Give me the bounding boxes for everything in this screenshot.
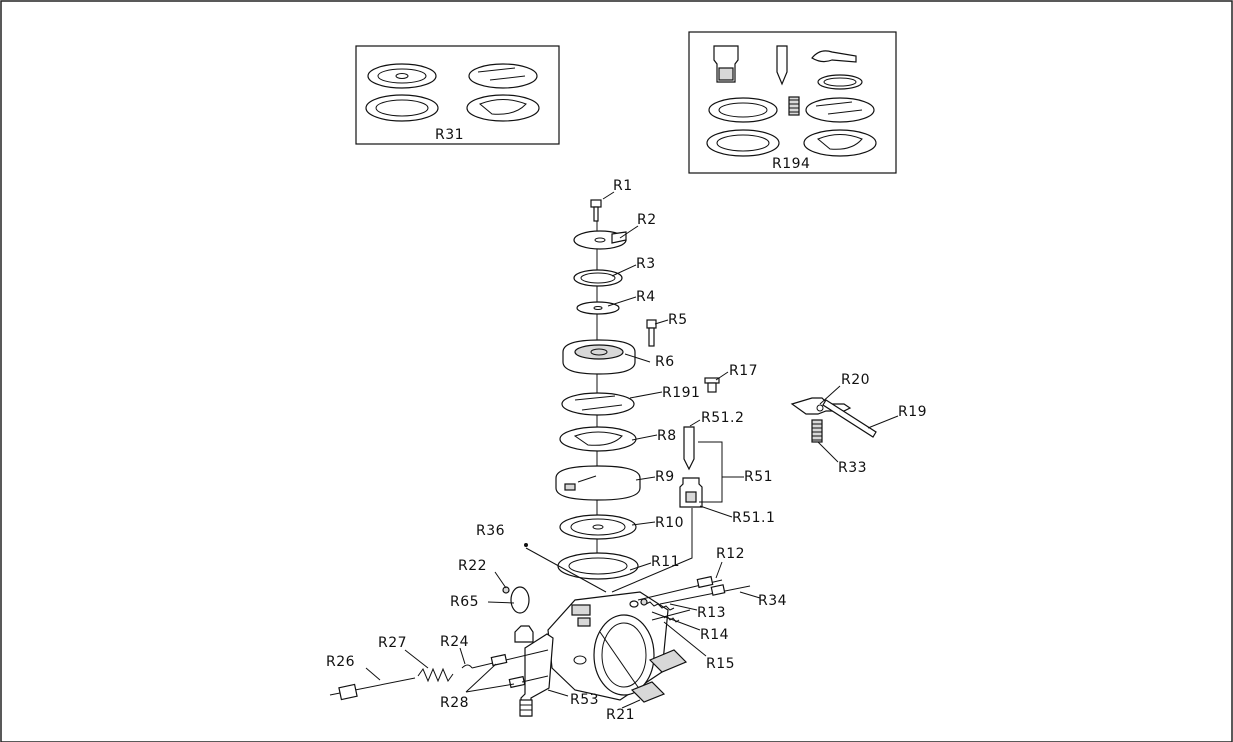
kit-box-r31: R31: [355, 45, 560, 145]
label-r191: R191: [662, 385, 700, 401]
label-r34: R34: [758, 593, 787, 609]
label-r33: R33: [838, 460, 867, 476]
label-r2: R2: [637, 212, 657, 228]
kit-r31-label: R31: [435, 127, 464, 143]
label-r17: R17: [729, 363, 758, 379]
label-r51-1: R51.1: [732, 510, 775, 526]
label-r14: R14: [700, 627, 729, 643]
label-r24: R24: [440, 634, 469, 650]
part-r65-disc: [510, 586, 530, 614]
label-r21: R21: [606, 707, 635, 723]
part-r19-pin: [822, 399, 877, 438]
label-r27: R27: [378, 635, 407, 651]
part-r14-washer: [629, 598, 648, 608]
part-r2-cover: [573, 230, 627, 250]
part-r36-pin: [524, 543, 528, 547]
part-r10-diaphragm: [559, 514, 637, 540]
r51-bracket: [698, 441, 723, 503]
label-r28: R28: [440, 695, 469, 711]
label-r5: R5: [668, 312, 688, 328]
kit-r31-gaskets: [365, 63, 540, 122]
part-r17-plug: [704, 377, 720, 393]
part-r1-screw: [590, 199, 602, 222]
label-r1: R1: [613, 178, 633, 194]
label-r65: R65: [450, 594, 479, 610]
kit-r194-parts: [706, 45, 877, 157]
kit-box-r194: R194: [688, 31, 897, 174]
kit-r194-label: R194: [772, 156, 810, 172]
label-r15: R15: [706, 656, 735, 672]
label-r19: R19: [898, 404, 927, 420]
label-r22: R22: [458, 558, 487, 574]
part-r12-shaft: [637, 575, 723, 601]
part-r4-washer: [576, 301, 620, 315]
part-r9-plate: [555, 465, 641, 501]
part-r26-shaft: [329, 677, 416, 701]
part-r34-shaft: [659, 584, 751, 605]
part-carburetor-body: [547, 591, 669, 701]
label-r36: R36: [476, 523, 505, 539]
label-r13: R13: [697, 605, 726, 621]
label-r3: R3: [636, 256, 656, 272]
part-r33-spring: [811, 419, 823, 443]
label-r26: R26: [326, 654, 355, 670]
part-r6-pump-body: [562, 339, 636, 375]
part-r24-clip: [461, 664, 473, 669]
label-r53: R53: [570, 692, 599, 708]
label-r8: R8: [657, 428, 677, 444]
label-r9: R9: [655, 469, 675, 485]
part-r22-screw: [502, 586, 510, 594]
part-r11-gasket: [557, 552, 639, 580]
part-r27-spring: [417, 667, 454, 683]
part-r191-diaphragm: [561, 392, 635, 416]
label-r51-2: R51.2: [701, 410, 744, 426]
part-r51-2-needle: [683, 426, 695, 471]
part-labels: R1 R2 R3 R4 R5 R6 R191 R8 R9 R10 R11 R17…: [326, 178, 927, 723]
label-r51: R51: [744, 469, 773, 485]
part-r28-screws: [471, 649, 549, 689]
part-r21-tube: [630, 681, 666, 703]
part-r53-bracket: [514, 625, 554, 717]
label-r6: R6: [655, 354, 675, 370]
label-r20: R20: [841, 372, 870, 388]
part-r51-1-seat: [679, 477, 703, 508]
label-r10: R10: [655, 515, 684, 531]
part-r5-screw: [646, 319, 657, 347]
part-r13-spring: [645, 601, 675, 611]
leader-lines: [365, 191, 899, 709]
label-r12: R12: [716, 546, 745, 562]
part-body-fitting: [648, 649, 688, 673]
part-r8-gasket: [559, 426, 637, 452]
label-r11: R11: [651, 554, 680, 570]
part-r3-ring: [573, 269, 623, 287]
label-r4: R4: [636, 289, 656, 305]
